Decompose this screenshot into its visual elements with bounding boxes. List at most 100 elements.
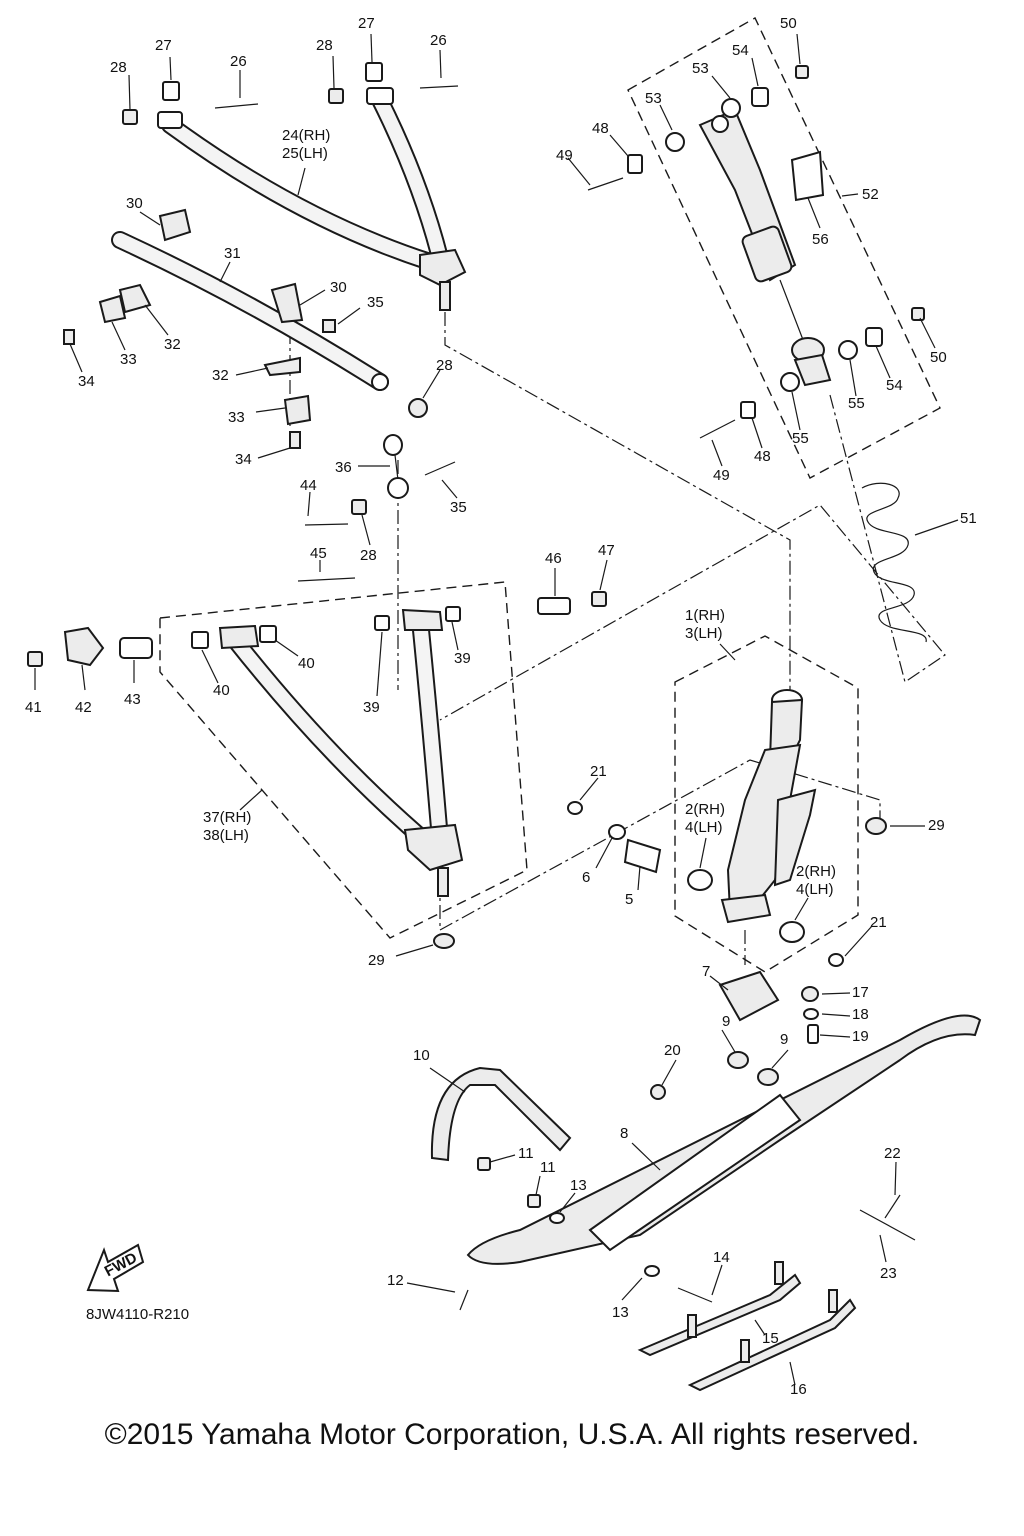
callout: 55 xyxy=(848,395,865,412)
callout: 9 xyxy=(780,1031,788,1048)
callout: 51 xyxy=(960,510,977,527)
ski-handle xyxy=(430,1066,572,1224)
spindle xyxy=(567,689,887,967)
callout: 32 xyxy=(212,367,229,384)
callout: 27 xyxy=(358,15,375,32)
callout: 13 xyxy=(570,1177,587,1194)
callout: 52 xyxy=(862,186,879,203)
callout: 19 xyxy=(852,1028,869,1045)
bushings-upper xyxy=(122,62,459,125)
callout: 2(RH) xyxy=(685,801,725,818)
callout: 33 xyxy=(228,409,245,426)
callout: 20 xyxy=(664,1042,681,1059)
callout: 39 xyxy=(454,650,471,667)
callout: 53 xyxy=(645,90,662,107)
upper-a-arm xyxy=(157,87,467,311)
callout: 35 xyxy=(450,499,467,516)
callout: 53 xyxy=(692,60,709,77)
callout: 28 xyxy=(360,547,377,564)
callout: 48 xyxy=(592,120,609,137)
callout: 1(RH) xyxy=(685,607,725,624)
callout: 34 xyxy=(78,373,95,390)
callout: 42 xyxy=(75,699,92,716)
fwd-arrow-icon: FWD xyxy=(86,1243,145,1293)
callout: 8 xyxy=(620,1125,628,1142)
leader-lines xyxy=(34,33,959,1386)
callout: 43 xyxy=(124,691,141,708)
callout: 4(LH) xyxy=(796,881,834,898)
callout: 17 xyxy=(852,984,869,1001)
callout: 2(RH) xyxy=(796,863,836,880)
callout: 49 xyxy=(556,147,573,164)
callout: 49 xyxy=(713,467,730,484)
callout: 15 xyxy=(762,1330,779,1347)
parts-diagram: FWD xyxy=(25,15,982,1398)
callout: 47 xyxy=(598,542,615,559)
ski-hardware xyxy=(459,1194,916,1311)
callout: 48 xyxy=(754,448,771,465)
drawing-code: 8JW4110-R210 xyxy=(86,1306,190,1323)
callout: 11 xyxy=(540,1159,556,1176)
callout: 44 xyxy=(300,477,317,494)
stabilizer-link xyxy=(297,434,456,582)
alignment-line-lower-arm xyxy=(439,759,881,932)
callout: 21 xyxy=(590,763,607,780)
callout: 38(LH) xyxy=(203,827,249,844)
callout: 56 xyxy=(812,231,829,248)
callout: 7 xyxy=(702,963,710,980)
callout: 50 xyxy=(780,15,797,32)
callout: 33 xyxy=(120,351,137,368)
callout: 30 xyxy=(330,279,347,296)
callout: 28 xyxy=(316,37,333,54)
callout: 3(LH) xyxy=(685,625,723,642)
callout: 45 xyxy=(310,545,327,562)
callout: 39 xyxy=(363,699,380,716)
callout: 28 xyxy=(110,59,127,76)
shock-absorber xyxy=(587,65,925,439)
spindle-assembly-boundary xyxy=(674,635,859,973)
callout: 21 xyxy=(870,914,887,931)
callout: 5 xyxy=(625,891,633,908)
callout: 34 xyxy=(235,451,252,468)
callout: 23 xyxy=(880,1265,897,1282)
shock-assembly-boundary xyxy=(627,17,941,479)
callout: 4(LH) xyxy=(685,819,723,836)
lower-a-arm xyxy=(27,591,607,949)
callout: 18 xyxy=(852,1006,869,1023)
callout-labels: 27 26 28 27 28 26 24(RH) 25(LH) 30 31 30… xyxy=(25,15,977,1398)
callout: 37(RH) xyxy=(203,809,251,826)
callout: 40 xyxy=(213,682,230,699)
callout: 31 xyxy=(224,245,241,262)
callout: 9 xyxy=(722,1013,730,1030)
callout: 27 xyxy=(155,37,172,54)
callout: 29 xyxy=(368,952,385,969)
callout: 50 xyxy=(930,349,947,366)
callout: 54 xyxy=(886,377,903,394)
coil-spring xyxy=(861,482,927,643)
callout: 26 xyxy=(430,32,447,49)
sway-bar xyxy=(63,208,428,449)
ski xyxy=(466,970,982,1265)
callout: 6 xyxy=(582,869,590,886)
callout: 10 xyxy=(413,1047,430,1064)
callout: 29 xyxy=(928,817,945,834)
ski-runners xyxy=(637,1261,857,1392)
callout: 16 xyxy=(790,1381,807,1398)
callout: 40 xyxy=(298,655,315,672)
callout: 14 xyxy=(713,1249,730,1266)
alignment-line-upper-arm xyxy=(444,312,791,690)
callout: 24(RH) xyxy=(282,127,330,144)
callout: 28 xyxy=(436,357,453,374)
callout: 36 xyxy=(335,459,352,476)
callout: 35 xyxy=(367,294,384,311)
callout: 32 xyxy=(164,336,181,353)
callout: 41 xyxy=(25,699,42,716)
callout: 55 xyxy=(792,430,809,447)
callout: 26 xyxy=(230,53,247,70)
callout: 11 xyxy=(518,1145,534,1162)
callout: 46 xyxy=(545,550,562,567)
callout: 54 xyxy=(732,42,749,59)
callout: 22 xyxy=(884,1145,901,1162)
callout: 25(LH) xyxy=(282,145,328,162)
copyright-notice: ©2015 Yamaha Motor Corporation, U.S.A. A… xyxy=(104,1418,920,1451)
